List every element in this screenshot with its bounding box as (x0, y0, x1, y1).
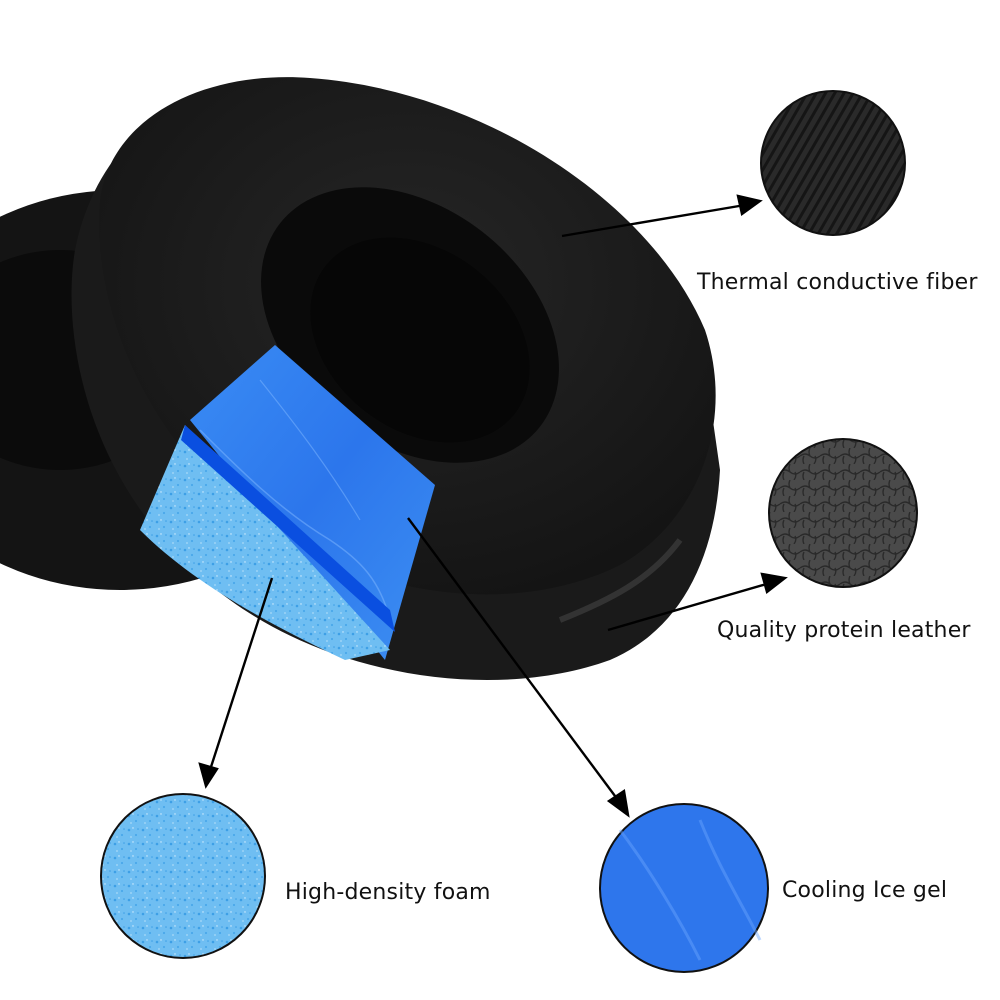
label-protein-leather: Quality protein leather (717, 618, 971, 643)
swatch-thermal-fiber (760, 90, 906, 236)
cushion-cutaway-section (140, 345, 435, 660)
callout-arrows (198, 194, 788, 818)
swatch-ice-gel (599, 803, 769, 973)
swatch-foam (100, 793, 266, 959)
label-thermal-fiber: Thermal conductive fiber (697, 270, 978, 295)
swatch-protein-leather (768, 438, 918, 588)
label-ice-gel: Cooling Ice gel (782, 878, 948, 903)
label-foam: High-density foam (285, 880, 491, 905)
